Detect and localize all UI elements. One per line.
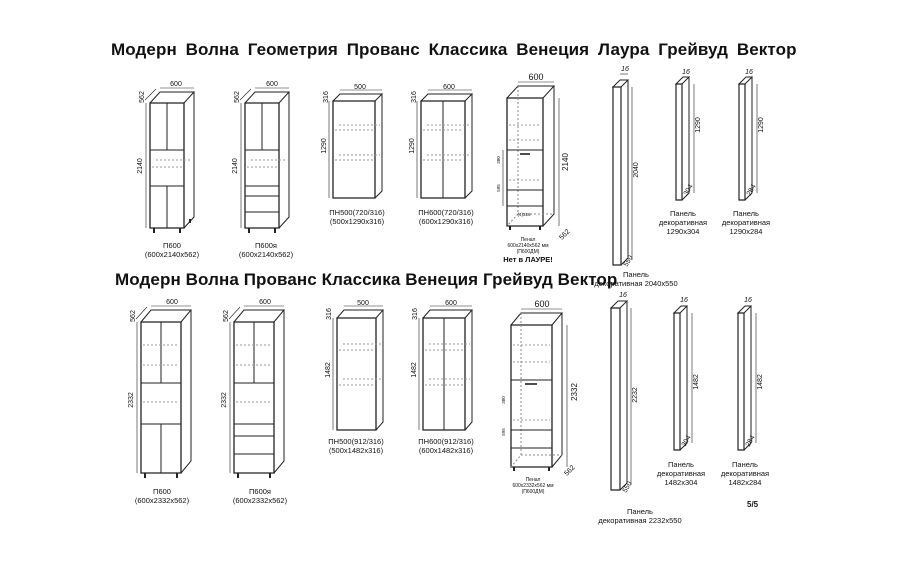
page-number: 5/5 (747, 500, 759, 509)
panel-284-row2-drawing (736, 305, 757, 451)
panel-284-r1-thickness-label: 16 (745, 69, 753, 76)
pen-cabinet-row1-drawing (502, 81, 560, 230)
panel-big-r2-caption: Панель декоративная 2232х550 (598, 507, 682, 525)
panel-284-r2-height-label: 1482 (757, 374, 764, 390)
pen-r1-depth-label: 562 (558, 228, 571, 241)
pen-cabinet-row2-drawing (510, 308, 568, 471)
pn600-r1-height-label: 1290 (409, 138, 416, 154)
pn500-r1-caption: ПН500(720/316) (500х1290х316) (329, 208, 385, 226)
pn500-r2-width-label: 500 (357, 300, 369, 307)
panel-304-r2-thickness-label: 16 (680, 297, 688, 304)
pen-r1-h2-label: 595 (496, 184, 501, 192)
pn600-r1-width-label: 600 (443, 84, 455, 91)
pn500-r2-caption: ПН500(912/316) (500х1482х316) (328, 437, 384, 455)
cabinet-p600ya-row2-drawing (228, 305, 286, 478)
p600ya-r2-caption: П600я (600х2332х562) (232, 487, 288, 505)
pn600-r2-caption: ПН600(912/316) (600х1482х316) (418, 437, 474, 455)
p600ya-r1-caption: П600я (600х2140х562) (238, 241, 294, 259)
panel-big-r1-width-label: 550 (623, 254, 635, 268)
panel-big-r1-height-label: 2040 (633, 162, 640, 178)
pen-r1-h1-label: 380 (496, 156, 501, 164)
p600-r1-caption: П600 (600х2140х562) (144, 241, 200, 259)
panel-big-row1-drawing (611, 73, 633, 266)
panel-big-r2-height-label: 2232 (632, 387, 639, 403)
pen-r2-depth-label: 562 (563, 464, 576, 477)
panel-304-r1-height-label: 1290 (695, 117, 702, 133)
panel-304-r1-thickness-label: 16 (682, 69, 690, 76)
p600ya-r2-height-label: 2332 (221, 392, 228, 408)
panel-big-r1-thickness-label: 16 (621, 66, 629, 73)
panel-big-row2-drawing (609, 300, 632, 491)
panel-284-r2-thickness-label: 16 (744, 297, 752, 304)
pn500-r2-depth-label: 316 (326, 308, 333, 320)
wall-unit-pn500-row1-drawing (328, 89, 384, 199)
collections-heading-row1: Модерн Волна Геометрия Прованс Классика … (111, 40, 797, 59)
cabinet-p600ya-row1-drawing (239, 87, 291, 233)
pn500-r1-height-label: 1290 (321, 138, 328, 154)
pen-r1-caption: Пенал 600х2140х562 мм (П600ДМ) Нет в ЛАУ… (503, 237, 553, 264)
panel-big-r2-width-label: 550 (622, 480, 634, 494)
wall-unit-pn600-row1-drawing (416, 89, 474, 199)
panel-304-row1-drawing (674, 76, 695, 201)
panel-304-r1-width-label: 304 (683, 183, 695, 197)
panel-304-r2-width-label: 304 (681, 434, 693, 448)
pen-r2-h2-label: 595 (501, 428, 506, 436)
p600-r1-width-label: 600 (170, 81, 182, 88)
panel-big-r2-thickness-label: 16 (619, 292, 627, 299)
panel-284-r2-width-label: 284 (745, 434, 757, 448)
panel-304-r2-caption: Панель декоративная 1482х304 (656, 460, 706, 487)
pen-r1-width-label: 600 (528, 72, 543, 82)
p600-r2-height-label: 2332 (128, 392, 135, 408)
p600ya-r2-width-label: 600 (259, 299, 271, 306)
panel-304-r2-height-label: 1482 (693, 374, 700, 390)
panel-284-row1-drawing (737, 76, 758, 201)
p600-r1-depth-label: 562 (139, 91, 146, 103)
pen-r2-caption: Пенал 600х2332х562 мм (П600ДМ) (512, 477, 554, 495)
pn600-r2-depth-label: 316 (412, 308, 419, 320)
pn500-r2-height-label: 1482 (325, 362, 332, 378)
wall-unit-pn600-row2-drawing (418, 305, 474, 431)
pen-r2-width-label: 600 (534, 299, 549, 309)
pn500-r1-depth-label: 316 (323, 91, 330, 103)
pen-r2-height-label: 2332 (570, 383, 579, 401)
p600-r2-width-label: 600 (166, 299, 178, 306)
panel-284-r1-width-label: 284 (746, 183, 758, 197)
pn600-r2-height-label: 1482 (411, 362, 418, 378)
p600ya-r1-width-label: 600 (266, 81, 278, 88)
panel-304-row2-drawing (672, 305, 693, 451)
pen-r2-h1-label: 380 (501, 396, 506, 404)
pn600-r1-caption: ПН600(720/316) (600х1290х316) (418, 208, 474, 226)
p600-r1-height-label: 2140 (137, 158, 144, 174)
panel-284-r1-height-label: 1290 (758, 117, 765, 133)
p600-r2-caption: П600 (600х2332х562) (134, 487, 190, 505)
p600ya-r1-height-label: 2140 (232, 158, 239, 174)
pn600-r1-depth-label: 316 (411, 91, 418, 103)
collections-heading-row2: Модерн Волна Прованс Классика Венеция Гр… (115, 270, 618, 289)
panel-284-r1-caption: Панель декоративная 1290х284 (721, 209, 771, 236)
panel-big-r1-caption: Панель декоративная 2040х550 (594, 270, 678, 288)
pn600-r2-width-label: 600 (445, 300, 457, 307)
p600-r2-depth-label: 562 (130, 310, 137, 322)
cabinet-p600-row2-drawing (135, 305, 193, 478)
pen-r1-h3-label: (4)316 (517, 212, 531, 217)
p600ya-r2-depth-label: 562 (223, 310, 230, 322)
wall-unit-pn500-row2-drawing (332, 305, 385, 431)
cabinet-p600-row1-drawing (144, 87, 196, 233)
pen-r1-height-label: 2140 (561, 153, 570, 171)
pn500-r1-width-label: 500 (354, 84, 366, 91)
panel-304-r1-caption: Панель декоративная 1290х304 (658, 209, 708, 236)
p600ya-r1-depth-label: 562 (234, 91, 241, 103)
panel-284-r2-caption: Панель декоративная 1482х284 (720, 460, 770, 487)
not-in-laura-warning: Нет в ЛАУРЕ! (503, 255, 553, 264)
